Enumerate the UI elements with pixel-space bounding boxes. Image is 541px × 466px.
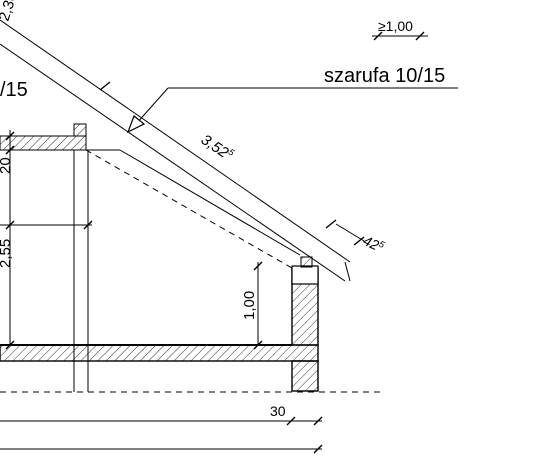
wall-thickness-label: 30 — [270, 403, 286, 419]
purlin-block-left — [73, 123, 87, 137]
top-left-dim-label: 2,36 — [0, 0, 21, 23]
overhang-min-dimension — [372, 31, 428, 41]
left-dim-20-label: 20 — [0, 157, 14, 174]
overhang-min-label: ≥1,00 — [378, 18, 413, 34]
upper-slab — [0, 135, 87, 151]
eave-overhang-label: 425 — [361, 232, 387, 256]
floor-slab — [0, 344, 319, 362]
rafter-label: szarufa 10/15 — [324, 65, 445, 87]
bottom-dimension-lines — [0, 416, 323, 454]
rafter-leader — [126, 87, 458, 134]
left-dim-255-label: 2,55 — [0, 239, 14, 268]
ceiling-slope-line — [119, 149, 301, 256]
rafter-length-label: 3,525 — [198, 130, 237, 165]
knee-wall — [291, 256, 319, 392]
dashed-slope-line — [85, 149, 293, 269]
rafter — [0, 19, 351, 282]
left-section-label: /15 — [0, 79, 28, 101]
left-dimension-line — [0, 130, 93, 350]
kneewall-height-label: 1,00 — [241, 291, 258, 320]
kneewall-dimension — [253, 261, 263, 350]
rafter-dimension-ticks — [99, 81, 365, 246]
